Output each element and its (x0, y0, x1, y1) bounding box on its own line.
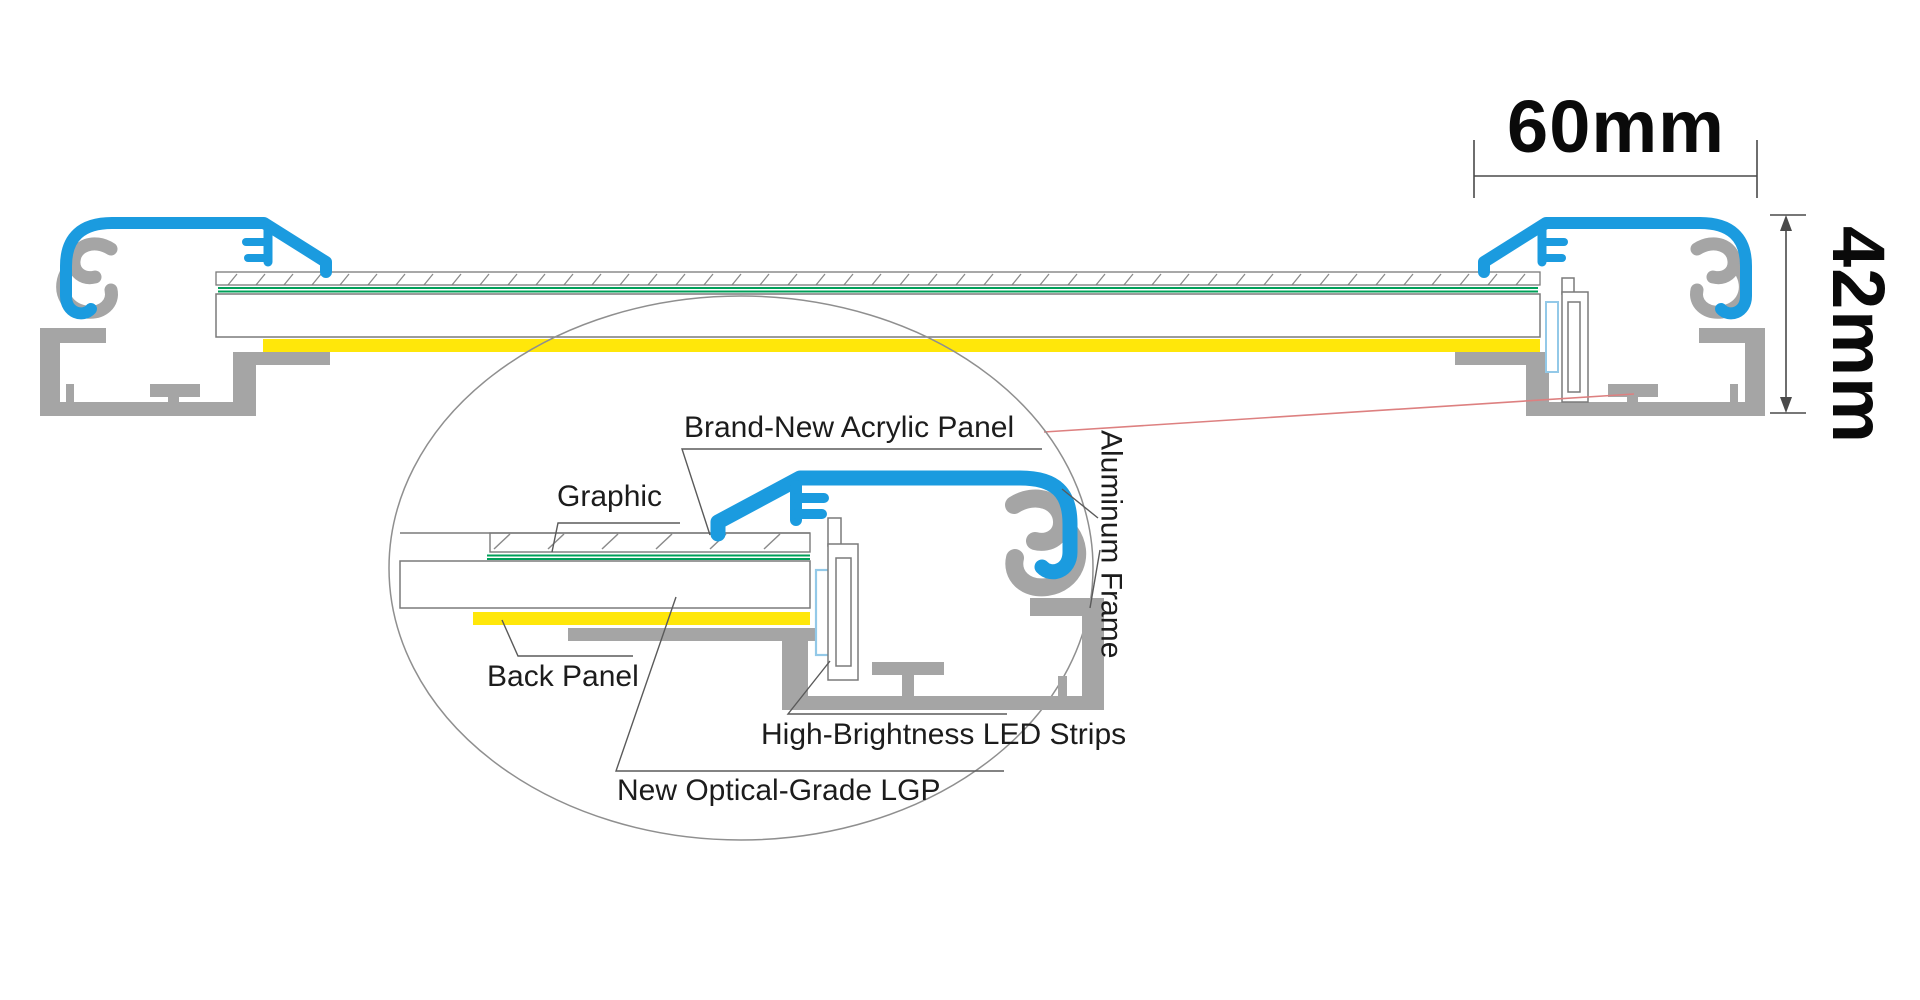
detail-panel-stack (399, 532, 811, 625)
right-frame-blue-profile (1478, 217, 1752, 320)
led-strip-assembly (1545, 277, 1589, 403)
right-frame-spring-clip (1690, 237, 1752, 319)
aluminum-frame-label: Aluminum Frame (1094, 430, 1128, 659)
acrylic-hatch-layer (215, 271, 1541, 286)
back-panel-label: Back Panel (487, 660, 639, 693)
detail-aluminum-body (568, 598, 1104, 710)
detail-blue-profile (710, 470, 1078, 580)
height-dimension-label: 42mm (1817, 226, 1900, 444)
lgp-layer (215, 293, 1541, 338)
acrylic-panel-label: Brand-New Acrylic Panel (684, 411, 1015, 444)
lgp-label: New Optical-Grade LGP (617, 774, 941, 807)
led-strip (1545, 301, 1559, 373)
detail-leader-lines (501, 448, 1101, 772)
panel-stack (215, 271, 1541, 352)
detail-magnifier-ellipse (388, 295, 1094, 841)
dimension-42mm-lines (1770, 214, 1806, 414)
detail-led-strip-assembly (814, 517, 859, 681)
detail-led-strip (814, 568, 831, 657)
dimension-60mm-lines (1473, 140, 1758, 198)
red-callout-line (1043, 393, 1635, 433)
right-frame-aluminum-body (1455, 328, 1765, 416)
width-dimension-label: 60mm (1507, 85, 1725, 168)
graphic-label: Graphic (557, 480, 663, 513)
detail-acrylic-hatch-layer (489, 532, 811, 553)
led-strips-label: High-Brightness LED Strips (761, 718, 1127, 751)
left-frame-aluminum-body (40, 328, 330, 416)
detail-lgp-layer (399, 560, 811, 609)
detail-back-panel-layer (473, 612, 810, 625)
left-frame-blue-profile (60, 217, 332, 320)
back-panel-layer (263, 339, 1540, 352)
